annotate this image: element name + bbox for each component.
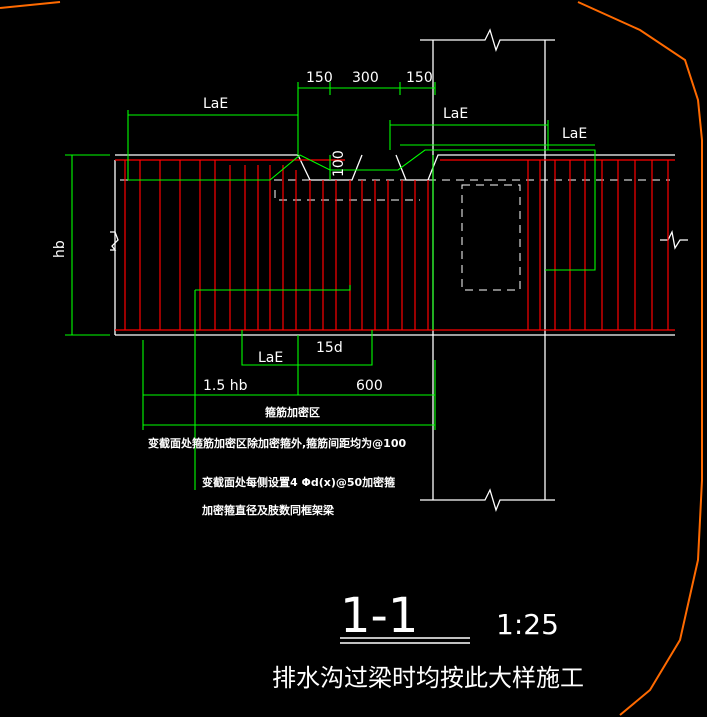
dim-15hb: 1.5 hb <box>203 378 248 394</box>
dim-100: 100 <box>331 150 347 177</box>
section-title: 1-1 <box>340 588 418 644</box>
zone-label: 箍筋加密区 <box>265 405 320 419</box>
dim-15d: 15d <box>316 340 343 356</box>
note-3: 加密箍直径及肢数同框架梁 <box>201 503 335 517</box>
dim-hb: hb <box>52 240 68 258</box>
dashed-lines <box>120 179 670 291</box>
dim-lae-right: LaE <box>562 126 587 142</box>
dim-lae-bottom: LaE <box>258 350 283 366</box>
dimension-lines <box>65 82 596 490</box>
note-2: 变截面处每侧设置4 Φd(x)@50加密箍 <box>202 475 395 489</box>
dim-lae-left: LaE <box>203 96 228 112</box>
scale-label: 1:25 <box>496 608 559 641</box>
dim-300: 300 <box>352 70 379 86</box>
rebar <box>115 159 675 331</box>
caption: 排水沟过梁时均按此大样施工 <box>272 664 584 692</box>
note-1: 变截面处箍筋加密区除加密箍外,箍筋间距均为@100 <box>148 436 406 450</box>
dim-lae-mid: LaE <box>443 106 468 122</box>
dim-150-right: 150 <box>406 70 433 86</box>
frame-outline <box>577 1 703 716</box>
frame-outline-left <box>0 1 61 9</box>
dim-600: 600 <box>356 378 383 394</box>
dim-150-left: 150 <box>306 70 333 86</box>
